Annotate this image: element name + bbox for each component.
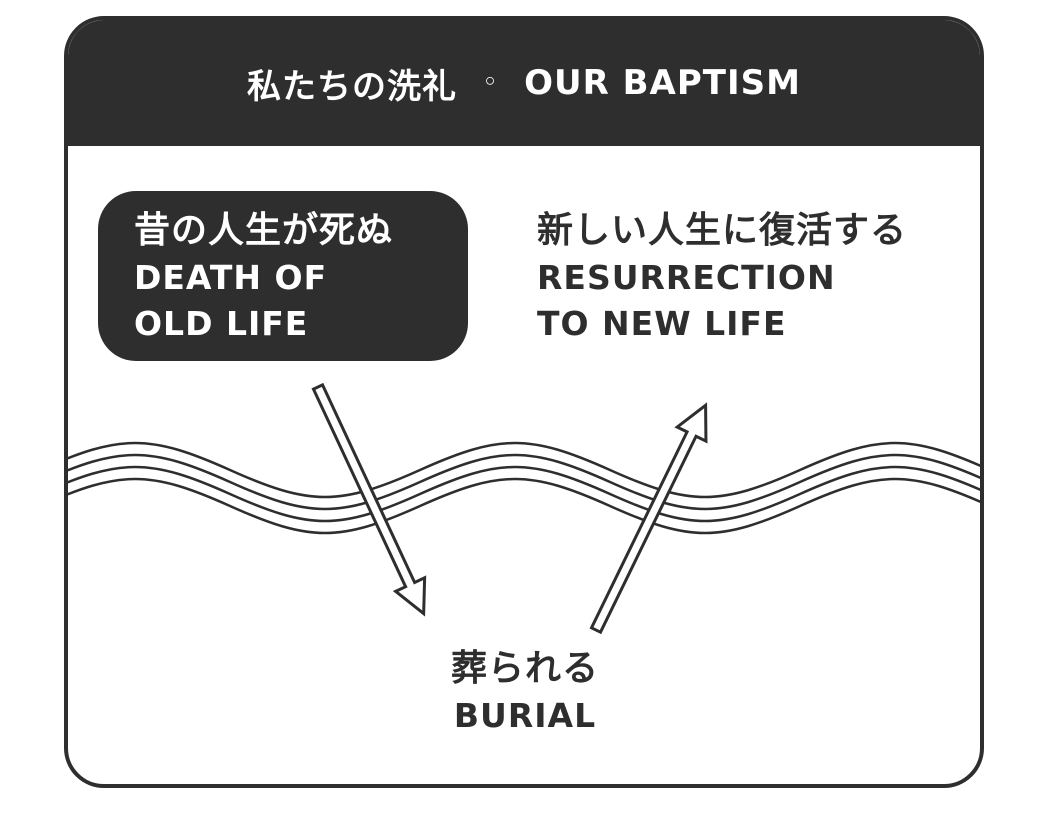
resurrection-label-jp: 新しい人生に復活する — [537, 210, 908, 251]
wave-line-2 — [68, 453, 980, 511]
header-separator: ◦ — [483, 70, 499, 95]
header-bar: 私たちの洗礼 ◦ OUR BAPTISM — [68, 20, 980, 146]
water-waves — [68, 441, 980, 535]
resurrection-label: 新しい人生に復活する RESURRECTION TO NEW LIFE — [537, 207, 907, 347]
death-label-jp: 昔の人生が死ぬ — [134, 210, 394, 251]
wave-line-3 — [68, 465, 980, 523]
wave-line-4 — [68, 477, 980, 535]
up-arrow-icon — [589, 402, 708, 635]
burial-label-en: BURIAL — [453, 696, 597, 735]
header-title-en: OUR BAPTISM — [524, 63, 801, 103]
header-title-jp: 私たちの洗礼 — [247, 66, 458, 107]
death-label-en-line1: DEATH OF — [134, 258, 328, 297]
burial-label: 葬られる BURIAL — [420, 645, 630, 739]
resurrection-label-en-line2: TO NEW LIFE — [537, 304, 787, 343]
resurrection-label-en-line1: RESURRECTION — [537, 258, 836, 297]
baptism-card: 私たちの洗礼 ◦ OUR BAPTISM — [64, 16, 984, 788]
burial-label-jp: 葬られる — [450, 648, 599, 689]
wave-line-1 — [68, 441, 980, 499]
death-label-en-line2: OLD LIFE — [134, 304, 309, 343]
death-of-old-life-box: 昔の人生が死ぬ DEATH OF OLD LIFE — [98, 191, 468, 361]
down-arrow-icon — [311, 382, 427, 617]
